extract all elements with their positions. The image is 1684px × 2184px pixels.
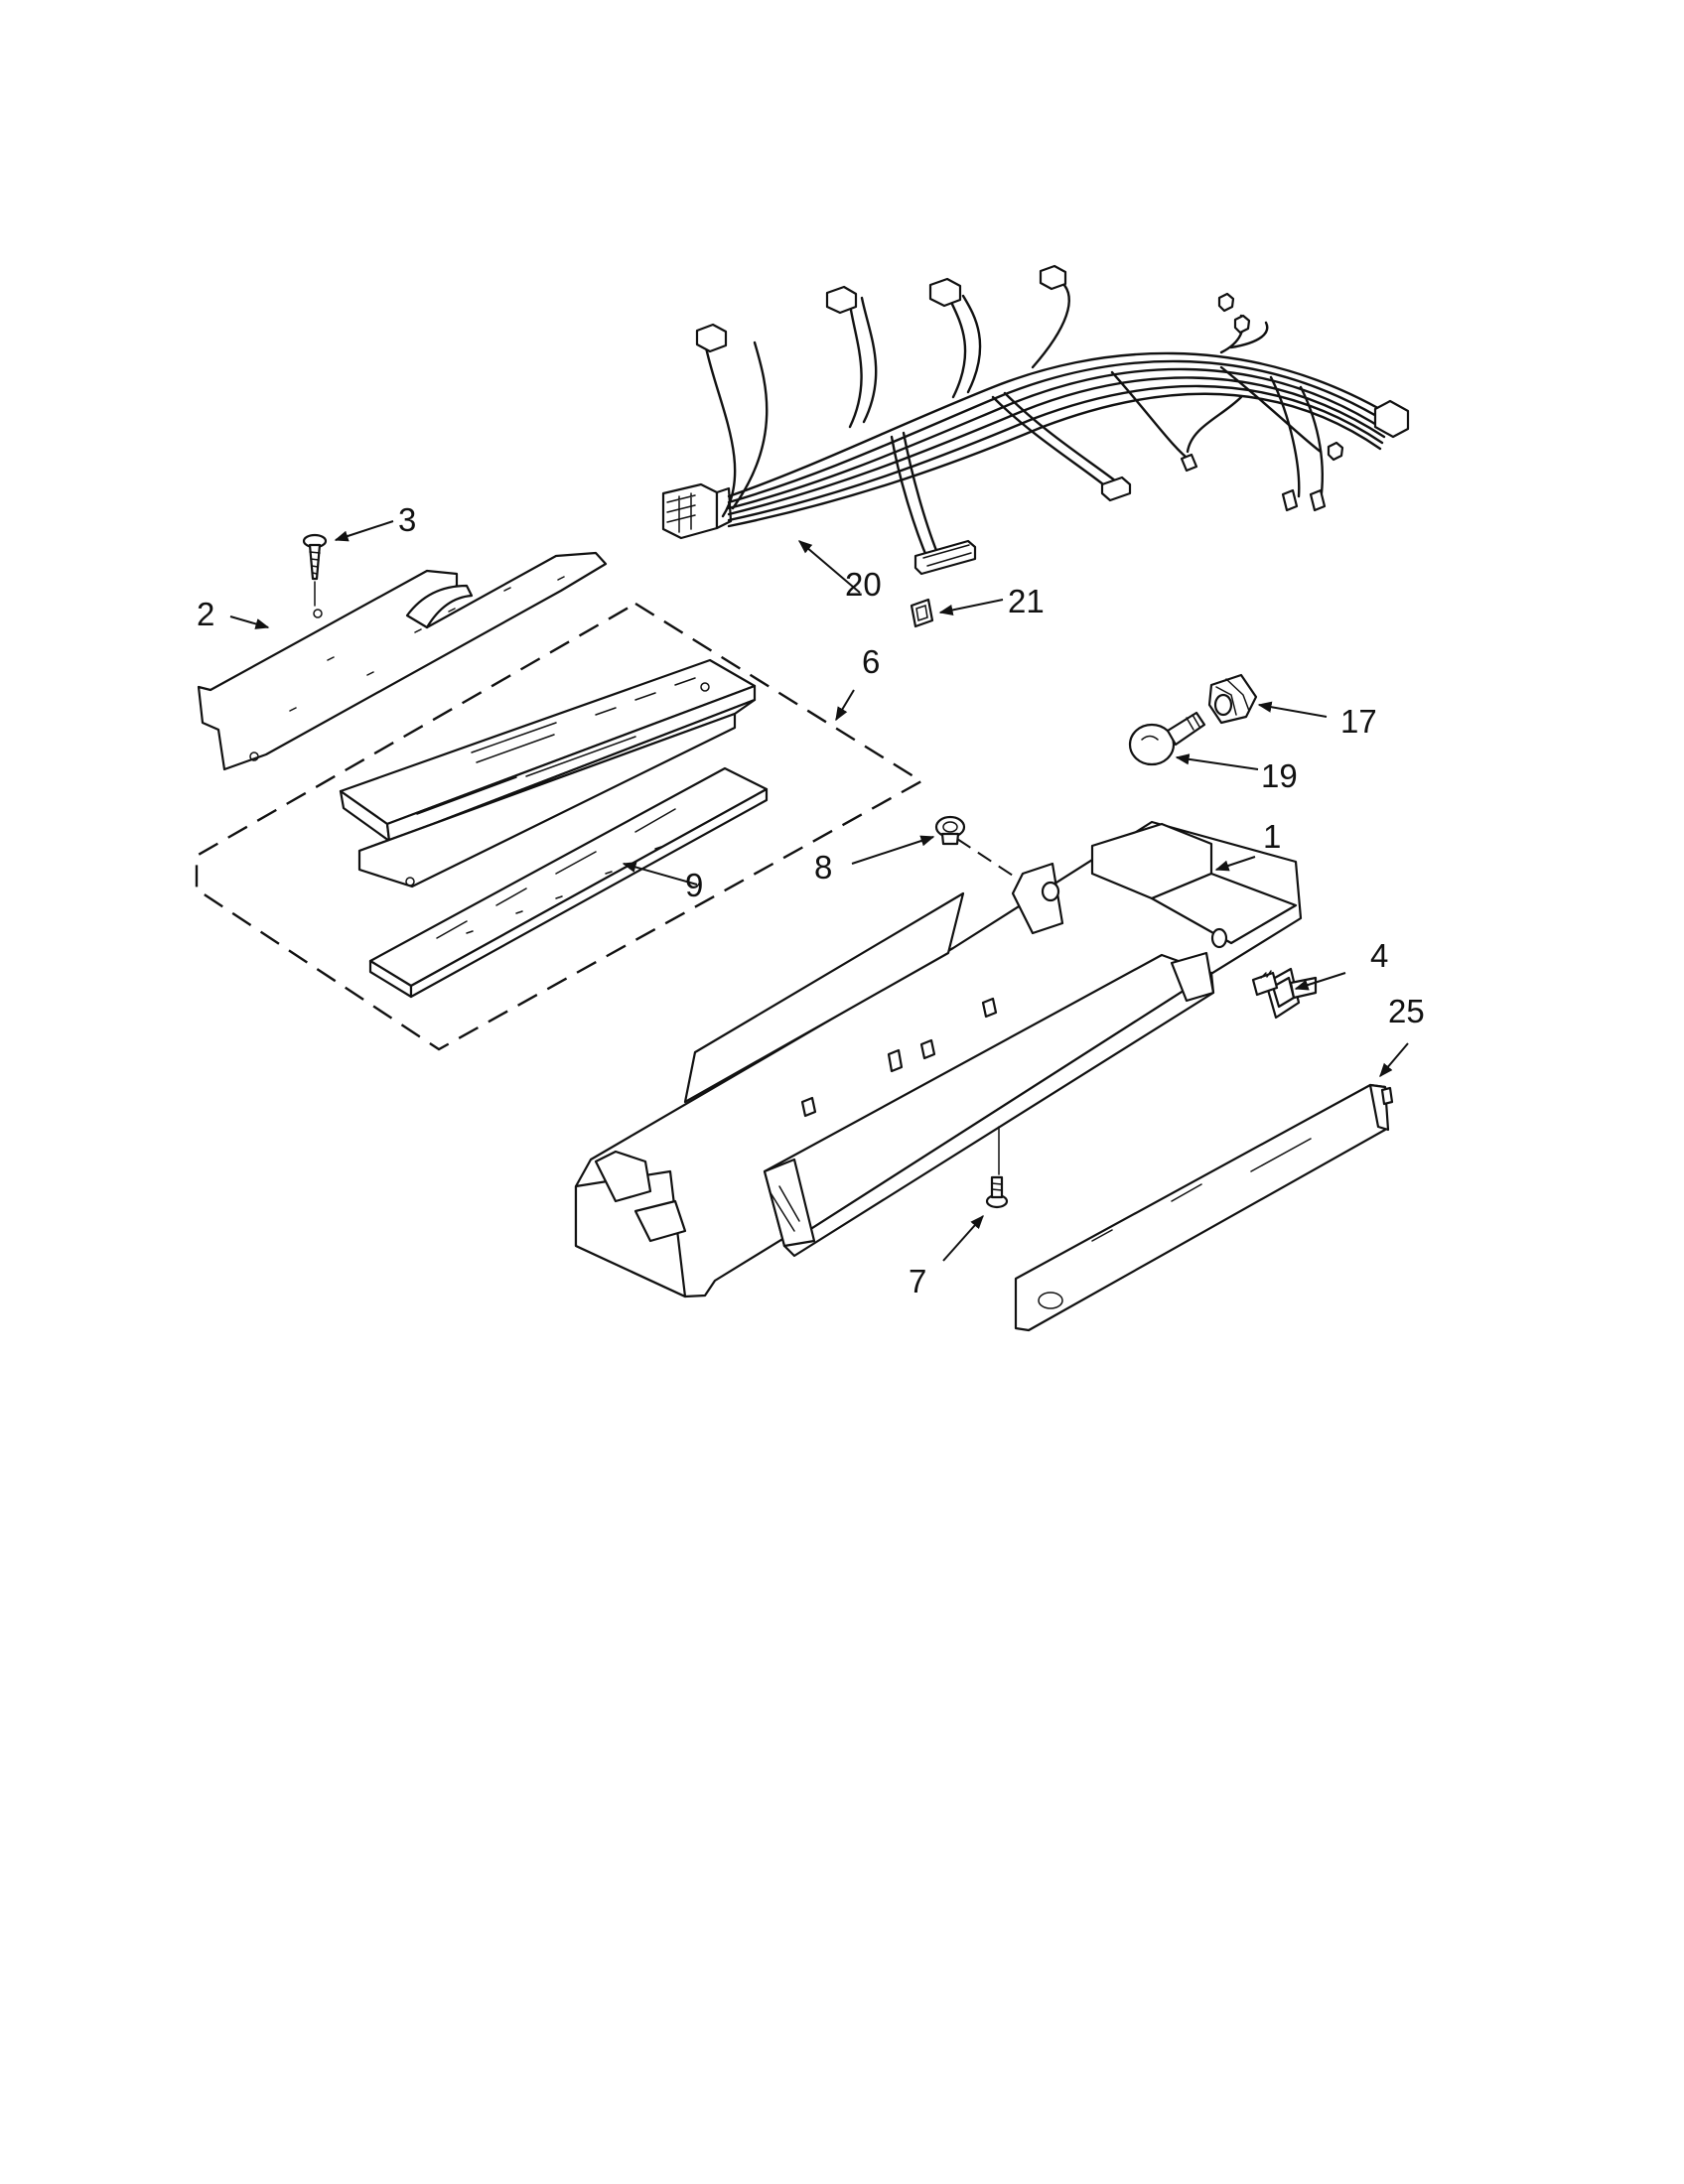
board-9 [368, 766, 769, 999]
callout-3: 3 [398, 501, 416, 538]
callout-1: 1 [1263, 818, 1281, 855]
shield-plate [197, 551, 608, 771]
callout-2: 2 [197, 596, 214, 632]
harness-main-connector [661, 482, 733, 540]
wire-harness [661, 264, 1410, 576]
harness-wires [703, 281, 1392, 563]
callout-20: 20 [845, 566, 882, 603]
upper-board [339, 658, 757, 888]
screw-7 [985, 1126, 1009, 1209]
callout-19: 19 [1261, 757, 1298, 794]
clip-21 [910, 598, 934, 628]
callout-4: 4 [1370, 937, 1388, 974]
control-housing [574, 820, 1303, 1298]
switch-4 [1251, 967, 1318, 1020]
lamp-socket-17 [1207, 673, 1258, 725]
light-bulb-19 [1128, 711, 1206, 766]
callout-17: 17 [1340, 703, 1377, 740]
callout-6: 6 [862, 643, 880, 680]
callouts: 1 2 3 4 6 7 8 9 17 19 20 21 25 [197, 501, 1425, 1299]
callout-21: 21 [1008, 583, 1045, 619]
callout-9: 9 [685, 867, 703, 903]
overlay-strip-25 [1014, 1083, 1394, 1332]
callout-7: 7 [909, 1263, 926, 1299]
control-board-assembly [195, 602, 924, 1051]
leader-lines [229, 520, 1409, 1262]
screw-3 [302, 533, 328, 607]
callout-25: 25 [1388, 993, 1425, 1029]
callout-8: 8 [814, 849, 832, 886]
harness-plugs [695, 264, 1410, 576]
